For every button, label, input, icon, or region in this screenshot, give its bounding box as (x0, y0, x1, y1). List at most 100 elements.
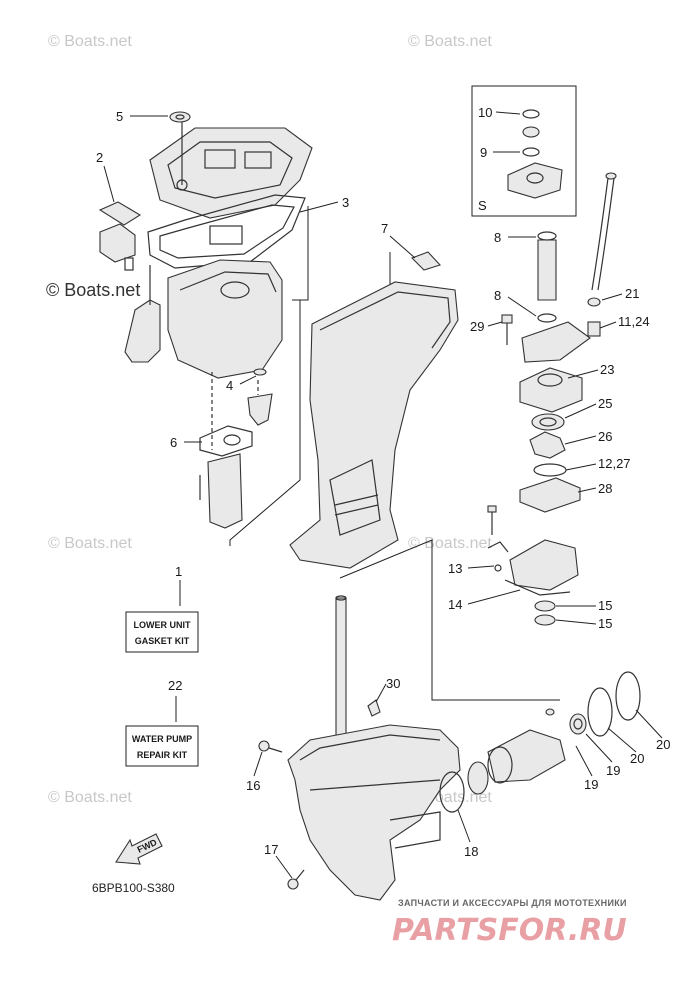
callout-label: 14 (448, 597, 462, 612)
callout-label: 16 (246, 778, 260, 793)
damper-part (411, 251, 441, 271)
callout-label: 9 (480, 145, 487, 160)
outer-plate-part (519, 477, 581, 513)
bracket-part (521, 321, 591, 363)
brand-block: ЗАПЧАСТИ И АКСЕССУАРЫ ДЛЯ МОТОТЕХНИКИ PA… (392, 898, 627, 948)
impeller-part (529, 431, 566, 459)
pump-case-part (509, 539, 579, 591)
callout-label: 18 (464, 844, 478, 859)
watermark-dark: © Boats.net (46, 280, 140, 300)
callout-label: 8 (494, 230, 501, 245)
drive-shaft-housing-drawing (289, 251, 459, 569)
callout-label: 21 (625, 286, 639, 301)
o-ring-part (439, 771, 465, 813)
callout-label: 26 (598, 429, 612, 444)
pin-part (367, 699, 381, 717)
callout-label: 5 (116, 109, 123, 124)
callout-label: 19 (584, 777, 598, 792)
upper-casing-drawing (98, 111, 313, 529)
oil-seal-part (534, 600, 556, 612)
watermark: © Boats.net (408, 33, 492, 50)
clip-part (587, 297, 601, 307)
plate-part (98, 201, 142, 226)
bolt-part (501, 314, 513, 324)
diagram-code: 6BPB100-S380 (92, 881, 175, 895)
pump-housing-part (519, 367, 583, 413)
lower-unit-gasket-kit-box: LOWER UNIT GASKET KIT (125, 611, 199, 653)
o-ring-part (587, 687, 613, 737)
callout-label: 15 (598, 598, 612, 613)
kit-label-line2: REPAIR KIT (137, 750, 188, 760)
shaft-housing-part (487, 729, 566, 783)
drive-shaft-part (335, 597, 347, 739)
ring-part (467, 761, 489, 795)
callout-label: 8 (494, 288, 501, 303)
callout-label: 4 (226, 378, 233, 393)
callout-label: 22 (168, 678, 182, 693)
nipple-part (587, 321, 601, 337)
water-pump-repair-kit-box: WATER PUMP REPAIR KIT (125, 725, 199, 767)
water-pump-drawing (487, 172, 617, 626)
grommet-part (522, 126, 540, 138)
callout-label: 10 (478, 105, 492, 120)
callout-label: 11,24 (618, 314, 650, 329)
oil-seal-part (534, 614, 556, 626)
callout-label: 6 (170, 435, 177, 450)
callout-label: 29 (470, 319, 484, 334)
gasket-part (147, 194, 306, 269)
callout-label: 12,27 (598, 456, 631, 471)
watermark: © Boats.net (48, 33, 132, 50)
oil-pan-part (167, 259, 283, 379)
lower-casing-part (287, 724, 461, 901)
callout-label: 2 (96, 150, 103, 165)
callout-label: 25 (598, 396, 612, 411)
o-ring-part (533, 463, 567, 477)
housing-part (507, 162, 563, 199)
callout-label: 20 (630, 751, 644, 766)
callout-label: 19 (606, 763, 620, 778)
exhaust-pipe-part (207, 453, 243, 529)
watermark: © Boats.net (48, 535, 132, 552)
watermark-group: © Boats.net © Boats.net © Boats.net © Bo… (46, 33, 492, 806)
watermark: © Boats.net (408, 535, 492, 552)
watermark: © Boats.net (48, 789, 132, 806)
bracket-part (99, 223, 136, 263)
kit-label-line1: LOWER UNIT (134, 620, 191, 630)
gasket-part (504, 579, 571, 596)
lower-unit-drawing: FWD (115, 595, 641, 901)
callout-label: S (478, 198, 487, 213)
o-ring-part (522, 147, 540, 157)
kit-label-line2: GASKET KIT (135, 636, 190, 646)
callout-label: 17 (264, 842, 278, 857)
callout-label: 7 (381, 221, 388, 236)
callout-label: 20 (656, 737, 670, 752)
callout-label: 28 (598, 481, 612, 496)
water-tube-part (124, 299, 161, 363)
callout-label: 15 (598, 616, 612, 631)
inset-box (471, 85, 577, 217)
o-ring-part (522, 109, 540, 119)
upper-casing-part (289, 281, 459, 569)
callout-label: 30 (386, 676, 400, 691)
kit-label-line1: WATER PUMP (132, 734, 192, 744)
hose-part (591, 177, 609, 291)
fwd-arrow-icon (115, 833, 163, 865)
callout-label: 1 (175, 564, 182, 579)
insert-cartridge-part (531, 413, 565, 431)
bolt-part (258, 740, 270, 752)
oil-seal-part (169, 111, 191, 123)
oil-seal-part (569, 713, 587, 735)
callout-label: 3 (342, 195, 349, 210)
brand-logo: PARTSFOR.RU (392, 913, 627, 948)
callout-leaders (103, 111, 663, 879)
callout-label: 13 (448, 561, 462, 576)
callout-label: 23 (600, 362, 614, 377)
water-tube-part (537, 239, 557, 301)
gasket-part (199, 425, 253, 457)
brand-caption: ЗАПЧАСТИ И АКСЕССУАРЫ ДЛЯ МОТОТЕХНИКИ (398, 898, 627, 908)
bolt-part (287, 878, 299, 890)
callout-numbers: 5 2 3 1 7 8 8 9 10 S 21 11,24 29 23 4 25… (96, 105, 670, 859)
o-ring-part (615, 671, 641, 721)
